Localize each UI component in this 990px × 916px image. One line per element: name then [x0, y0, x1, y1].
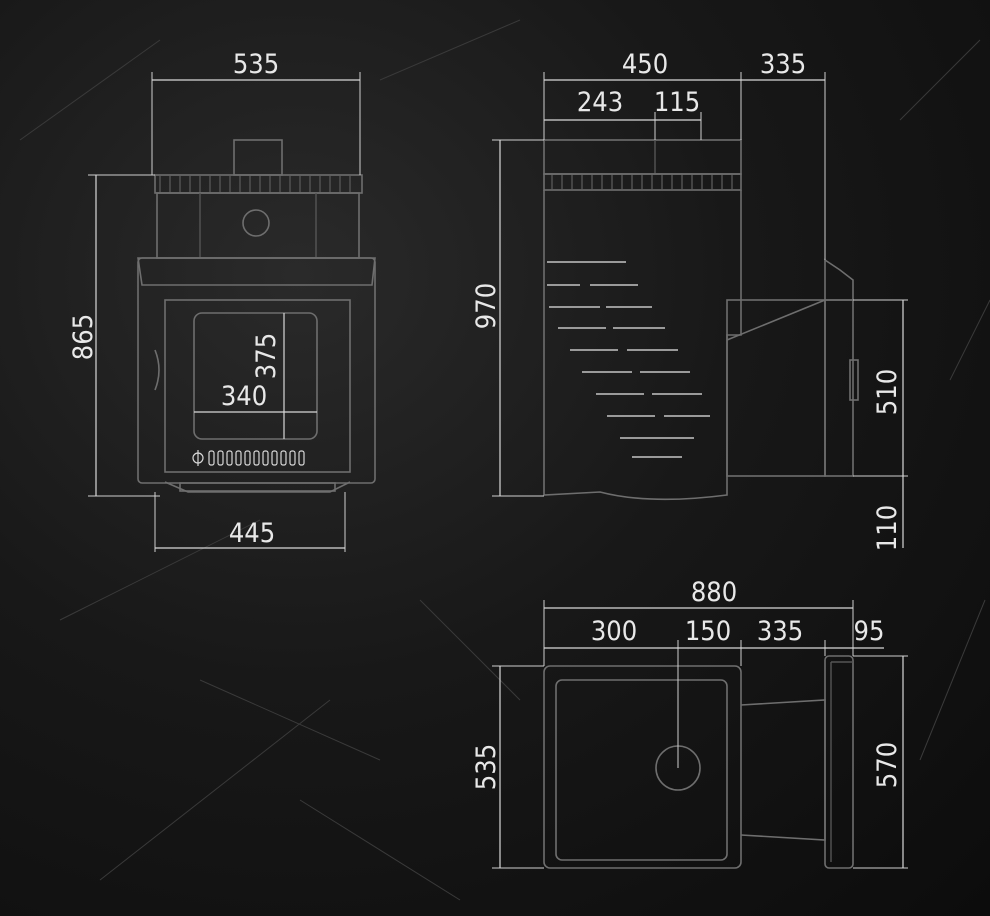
- label-865: 865: [68, 314, 99, 360]
- label-110: 110: [872, 505, 903, 551]
- dim-front-height: 865: [68, 174, 160, 497]
- label-510: 510: [872, 369, 903, 415]
- front-stove-outline: [137, 139, 376, 493]
- label-335-top: 335: [757, 616, 803, 647]
- label-95: 95: [854, 616, 885, 647]
- label-445: 445: [229, 518, 275, 549]
- label-335-side: 335: [760, 49, 806, 80]
- background-scratches: [19, 19, 990, 901]
- label-375: 375: [251, 333, 282, 379]
- dim-front-width-bottom: 445: [154, 492, 346, 552]
- label-150: 150: [685, 616, 731, 647]
- label-450: 450: [622, 49, 668, 80]
- label-535-depth: 535: [471, 744, 502, 790]
- front-air-slots: [192, 450, 305, 466]
- label-115: 115: [654, 87, 700, 118]
- dim-top-depth: 535: [471, 665, 544, 869]
- label-970: 970: [471, 283, 502, 329]
- dim-front-width-top: 535: [151, 49, 361, 175]
- label-243: 243: [577, 87, 623, 118]
- label-340: 340: [221, 381, 267, 412]
- dim-side-right: 510 110: [853, 299, 908, 551]
- top-view: 880 300 150 335 95 535 570: [471, 577, 908, 869]
- label-570: 570: [872, 742, 903, 788]
- front-view: 535 865 375 340 445: [68, 49, 376, 552]
- dim-top-total: 880: [543, 577, 854, 666]
- dim-side-inner: 243 115: [544, 87, 702, 140]
- label-880: 880: [691, 577, 737, 608]
- label-300: 300: [591, 616, 637, 647]
- side-view: 450 335 243 115 970 510 110: [471, 49, 908, 551]
- dim-glass-width: 340: [194, 381, 317, 413]
- dim-side-top: 450 335: [543, 49, 826, 260]
- dim-top-tank: 570: [853, 655, 908, 869]
- side-stove-outline: [543, 139, 859, 501]
- dim-side-height: 970: [471, 139, 544, 497]
- top-stove-outline: [543, 655, 854, 869]
- dim-top-parts: 300 150 335 95: [544, 616, 884, 768]
- side-air-slots: [547, 261, 710, 458]
- dim-glass-height: 375: [251, 313, 285, 439]
- label-535: 535: [233, 49, 279, 80]
